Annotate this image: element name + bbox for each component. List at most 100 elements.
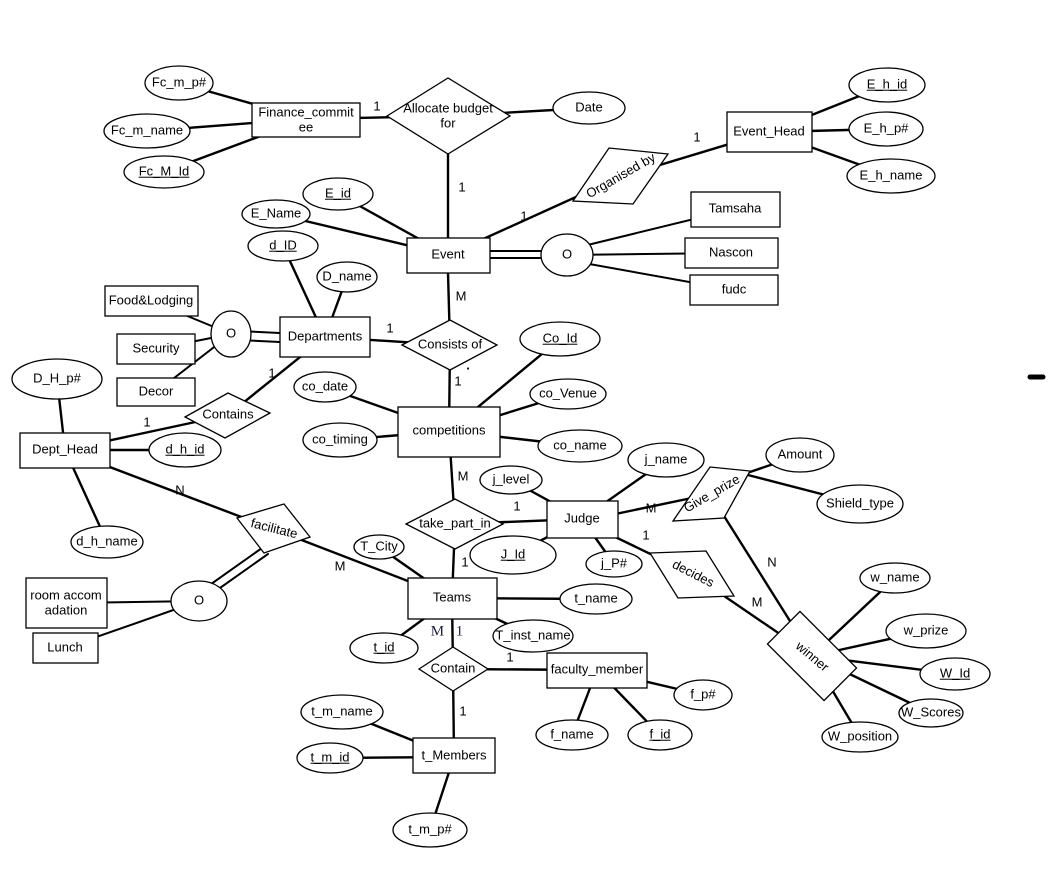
- attr-t_inst_name-label: T_inst_name: [495, 627, 571, 643]
- attr-w_scores-label: W_Scores: [901, 704, 961, 720]
- attr-f_p-label: f_p#: [690, 686, 716, 702]
- attr-e_name-shape: [241, 199, 311, 229]
- entity-tamsaha-shape: [690, 191, 781, 228]
- attr-d_h_name-shape: [70, 525, 144, 559]
- o-circle-departments-shape: [210, 310, 252, 358]
- relationship-allocate-budget-shape: [385, 77, 512, 155]
- entity-room-accomadation-label: room accomadation: [30, 587, 102, 617]
- entity-nascon-label: Nascon: [708, 244, 754, 260]
- attr-j_p-shape: [585, 550, 643, 578]
- entity-decor-label: Decor: [138, 383, 174, 399]
- o-circle-facilitate-shape: [170, 580, 228, 622]
- attr-e_h_p-label: E_h_p#: [863, 120, 909, 136]
- attr-d_h_p-label: D_H_p#: [33, 370, 81, 386]
- cardinality-departments-contains: 1: [268, 365, 276, 381]
- cardinality-facilitate-teams: M: [334, 558, 346, 574]
- cardinality-contain-faculty: 1: [506, 649, 514, 665]
- relationship-take-part-in-shape: [404, 498, 505, 550]
- entity-event-shape: [406, 237, 491, 274]
- attr-fc_m_p-shape: [144, 65, 214, 101]
- attr-w_id-label: W_Id: [939, 665, 971, 681]
- entity-dept-head-label: Dept_Head: [32, 441, 98, 457]
- attr-w_name-label: w_name: [870, 569, 920, 585]
- relationship-contains-label: Contains: [202, 406, 254, 422]
- relationship-contain-shape: [417, 646, 490, 692]
- attr-e_h_p-shape: [848, 111, 924, 147]
- attr-t_m_name-label: t_m_name: [311, 703, 373, 719]
- attr-fc_m_name-label: Fc_m_name: [110, 122, 184, 138]
- stray-dot-mark: .: [466, 357, 470, 373]
- relationship-decides-shape: [648, 550, 736, 599]
- entity-tamsaha-label: Tamsaha: [708, 200, 762, 216]
- shape-layer: [11, 65, 991, 848]
- entity-competitions-shape: [397, 406, 501, 458]
- attr-w_scores-shape: [898, 698, 964, 728]
- attr-j_id-label: J_Id: [500, 546, 526, 562]
- attr-f_p-shape: [673, 679, 733, 711]
- entity-fudc-shape: [689, 274, 779, 306]
- o-circle-departments-label: O: [225, 325, 237, 341]
- cardinality-event-organised: 1: [520, 208, 528, 224]
- attr-d_id-shape: [247, 230, 319, 262]
- attr-co_id-label: Co_Id: [542, 330, 578, 346]
- attr-d_h_id-shape: [148, 432, 222, 468]
- attr-co_date-shape: [293, 371, 357, 403]
- relationship-contains-shape: [183, 392, 272, 439]
- cardinality-take-part-judge: 1: [513, 498, 521, 514]
- attr-t_id-label: t_id: [373, 639, 395, 655]
- entity-finance-commitee-label: Finance_commitee: [258, 104, 354, 134]
- attr-shield_type-label: Shield_type: [826, 495, 894, 511]
- cardinality-decides-winner: M: [751, 594, 763, 610]
- entity-nascon-shape: [684, 237, 779, 269]
- entity-event-head-label: Event_Head: [733, 123, 805, 139]
- attr-co_date-label: co_date: [301, 378, 349, 394]
- entity-room-accomadation-shape: [25, 577, 108, 629]
- entity-teams-label: Teams: [432, 589, 472, 605]
- attr-j_level-shape: [479, 465, 543, 495]
- cardinality-contains-dept-head: 1: [143, 414, 151, 430]
- attr-co_name-shape: [537, 429, 623, 463]
- entity-dept-head-shape: [19, 432, 111, 469]
- attr-date-label: Date: [575, 99, 603, 115]
- attr-e_h_name-shape: [846, 158, 936, 194]
- relationship-organised-by-shape: [571, 147, 670, 205]
- relationship-consists-of-shape: [400, 319, 499, 371]
- o-circle-event-label: O: [561, 246, 573, 262]
- attr-t_id-shape: [349, 632, 419, 664]
- relationship-contain-label: Contain: [430, 660, 476, 676]
- attr-date-shape: [552, 91, 626, 125]
- relationship-consists-of-label: Consists of: [417, 336, 483, 352]
- attr-t_m_id-label: t_m_id: [310, 749, 350, 765]
- attr-t_city-shape: [353, 534, 405, 560]
- entity-lunch-shape: [32, 632, 99, 664]
- attr-amount-label: Amount: [777, 446, 823, 462]
- attr-w_prize-label: w_prize: [903, 622, 949, 638]
- attr-co_timing-label: co_timing: [312, 431, 368, 447]
- attr-f_name-shape: [535, 719, 609, 751]
- entity-security-label: Security: [132, 340, 180, 356]
- entity-event-head-shape: [726, 111, 813, 153]
- attr-co_venue-shape: [529, 378, 607, 410]
- entity-judge-shape: [546, 500, 619, 539]
- attr-t_m_p-label: t_m_p#: [408, 821, 452, 837]
- relationship-give-prize-shape: [671, 466, 752, 522]
- cardinality-contain-t-members: 1: [459, 703, 467, 719]
- attr-j_p-label: j_P#: [600, 555, 628, 571]
- attr-fc_m_name-shape: [103, 113, 191, 149]
- attr-e_id-label: E_id: [324, 185, 352, 201]
- attr-e_name-label: E_Name: [250, 205, 302, 221]
- cardinality-judge-decides: 1: [642, 527, 650, 543]
- cardinality-competitions-take-part: M: [457, 468, 469, 484]
- attr-f_name-label: f_name: [550, 726, 594, 742]
- entity-t-members-label: t_Members: [421, 747, 487, 763]
- entity-teams-shape: [407, 577, 498, 620]
- attr-j_name-label: j_name: [644, 451, 688, 467]
- entity-decor-shape: [116, 377, 196, 407]
- attr-j_name-shape: [627, 442, 705, 478]
- attr-fc_m_id-label: Fc_M_Id: [138, 163, 190, 179]
- attr-t_m_p-shape: [392, 812, 468, 848]
- cardinality-finance-allocate: 1: [373, 98, 381, 114]
- attr-w_name-shape: [859, 562, 931, 594]
